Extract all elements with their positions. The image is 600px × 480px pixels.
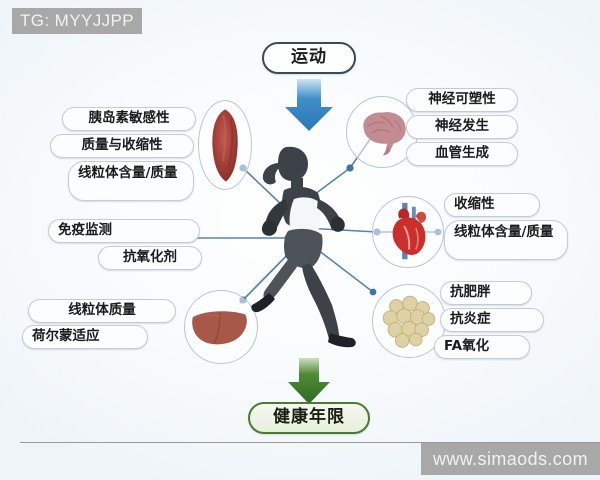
- label-neurogenesis[interactable]: 神经发生: [406, 115, 518, 139]
- label-mitochondrial-quality[interactable]: 线粒体质量: [28, 299, 176, 323]
- label-mass-contractility[interactable]: 质量与收缩性: [50, 134, 194, 158]
- node-healthspan[interactable]: 健康年限: [248, 402, 370, 434]
- running-woman-figure: [251, 146, 356, 348]
- label-heart-mitochondrial[interactable]: 线粒体含量/质量: [444, 220, 568, 260]
- site-watermark: www.simaods.com: [420, 443, 600, 475]
- label-insulin-sensitivity[interactable]: 胰岛素敏感性: [62, 107, 196, 131]
- label-angiogenesis[interactable]: 血管生成: [406, 142, 518, 166]
- organ-heart: [372, 196, 444, 268]
- node-exercise[interactable]: 运动: [262, 42, 356, 74]
- label-contractility[interactable]: 收缩性: [444, 193, 540, 217]
- organ-liver: [184, 290, 258, 364]
- telegram-watermark: TG: MYYJJPP: [12, 8, 142, 34]
- footer-divider: [20, 442, 600, 443]
- label-anti-inflammation[interactable]: 抗炎症: [440, 308, 544, 332]
- label-antioxidant[interactable]: 抗氧化剂: [98, 246, 202, 270]
- label-immune-surveillance[interactable]: 免疫监测: [48, 219, 200, 243]
- arrow-down-green: [288, 358, 330, 404]
- label-muscle-mitochondrial[interactable]: 线粒体含量/质量: [68, 161, 194, 201]
- label-anti-obesity[interactable]: 抗肥胖: [440, 281, 532, 305]
- organ-muscle: [198, 100, 252, 190]
- label-fa-oxidation[interactable]: FA氧化: [434, 335, 530, 359]
- label-neuroplasticity[interactable]: 神经可塑性: [406, 88, 518, 112]
- arrow-down-blue: [285, 79, 333, 131]
- label-hormonal-adaptation[interactable]: 荷尔蒙适应: [22, 325, 148, 349]
